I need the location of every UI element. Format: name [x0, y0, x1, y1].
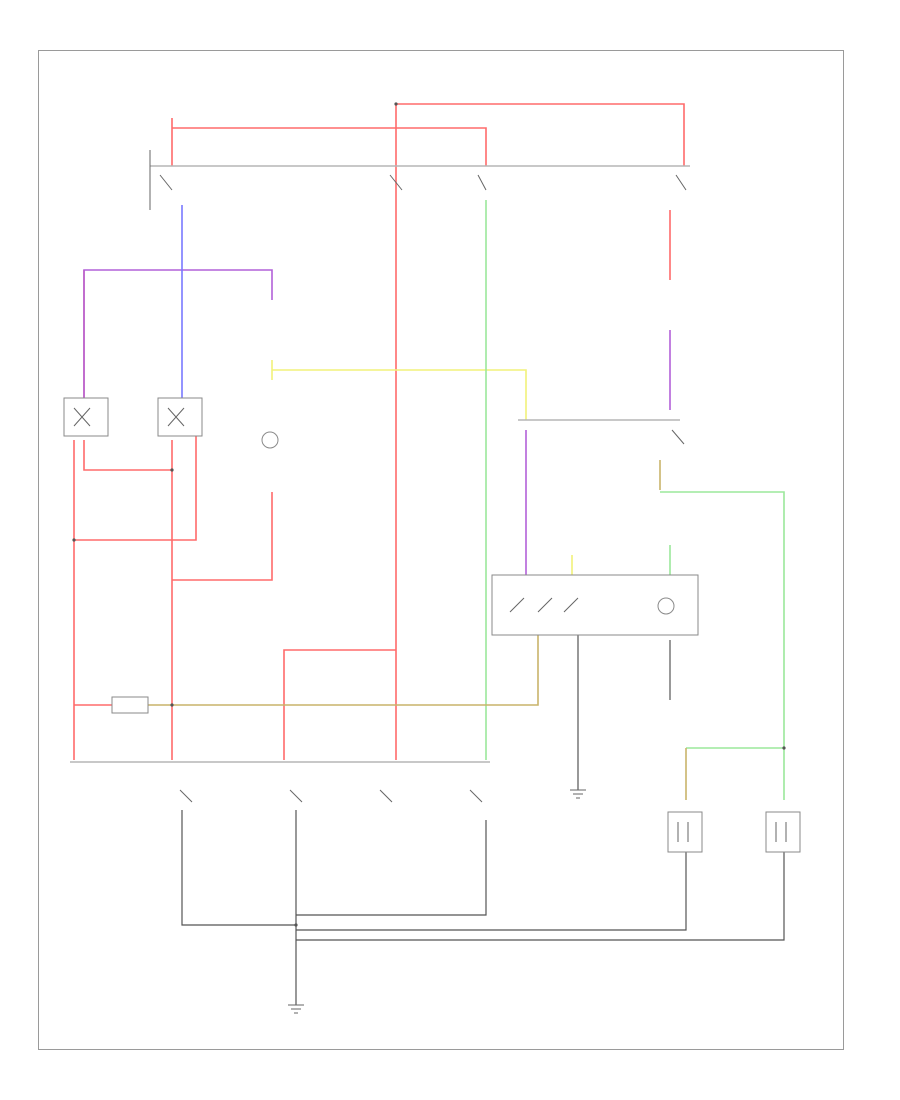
fog-switch-contacts [509, 597, 579, 613]
red-wire-top-bus [172, 127, 487, 166]
yellow-wires [271, 360, 573, 575]
components [63, 397, 801, 853]
switch-contact-10 [671, 429, 685, 445]
left-fog-symbol [677, 822, 689, 842]
red-wire-horn-link [172, 492, 273, 581]
left-headlight-box [63, 397, 109, 437]
right-headlight-box [157, 397, 203, 437]
junction-dots [72, 102, 786, 927]
violet-wire-top-left [83, 269, 273, 400]
switch-contact-4 [477, 174, 487, 191]
left-fog-light-box [667, 811, 703, 853]
red-wires [73, 103, 685, 760]
right-fog-light-box [765, 811, 801, 853]
green-wire-fog-right [660, 491, 785, 800]
switch-indicator-lamp [657, 597, 675, 615]
left-headlight-symbol [73, 407, 91, 427]
junction-dot-2 [170, 468, 174, 472]
switch-contact-5 [675, 174, 687, 191]
right-headlight-symbol [167, 407, 185, 427]
junction-dot-6 [170, 703, 174, 707]
junction-dot-3 [72, 538, 76, 542]
ground-wire-bus-1 [181, 810, 296, 926]
switch-contacts [149, 150, 687, 803]
symbol-marks [73, 407, 787, 1014]
red-wire-main-vertical [396, 103, 685, 166]
turn-indicator-bulb [261, 431, 279, 449]
ground-wire-bus-4 [296, 850, 785, 941]
red-wire-left-branch [83, 440, 172, 471]
ground-wires [181, 635, 785, 1005]
ground-wire-bus-2 [296, 820, 487, 916]
junction-dot-1 [394, 102, 398, 106]
tan-wires [148, 460, 687, 800]
switch-contact-6 [179, 789, 193, 803]
switch-contact-7 [289, 789, 303, 803]
switch-contact-9 [469, 789, 483, 803]
red-wire-headlight-loop [74, 410, 197, 541]
ground-symbol-bottom [288, 1004, 304, 1014]
right-fog-symbol [775, 822, 787, 842]
switch-bars [70, 165, 690, 763]
switch-contact-8 [379, 789, 393, 803]
green-wires [485, 200, 785, 800]
switch-contact-2 [159, 174, 173, 191]
junction-dot-5 [782, 746, 786, 750]
switch-contact-3 [389, 174, 403, 191]
red-wire-dimmer [283, 649, 396, 760]
ground-wire-bus-3 [296, 850, 687, 931]
fuse-box [111, 696, 149, 714]
violet-wires [83, 269, 671, 575]
tan-wire-horizontal [148, 635, 539, 706]
fog-switch-box [491, 574, 699, 636]
junction-dot-4 [294, 923, 298, 927]
ground-symbol-switch [570, 789, 586, 799]
diagram-frame [38, 50, 844, 1050]
yellow-wire-indicator [272, 369, 527, 420]
